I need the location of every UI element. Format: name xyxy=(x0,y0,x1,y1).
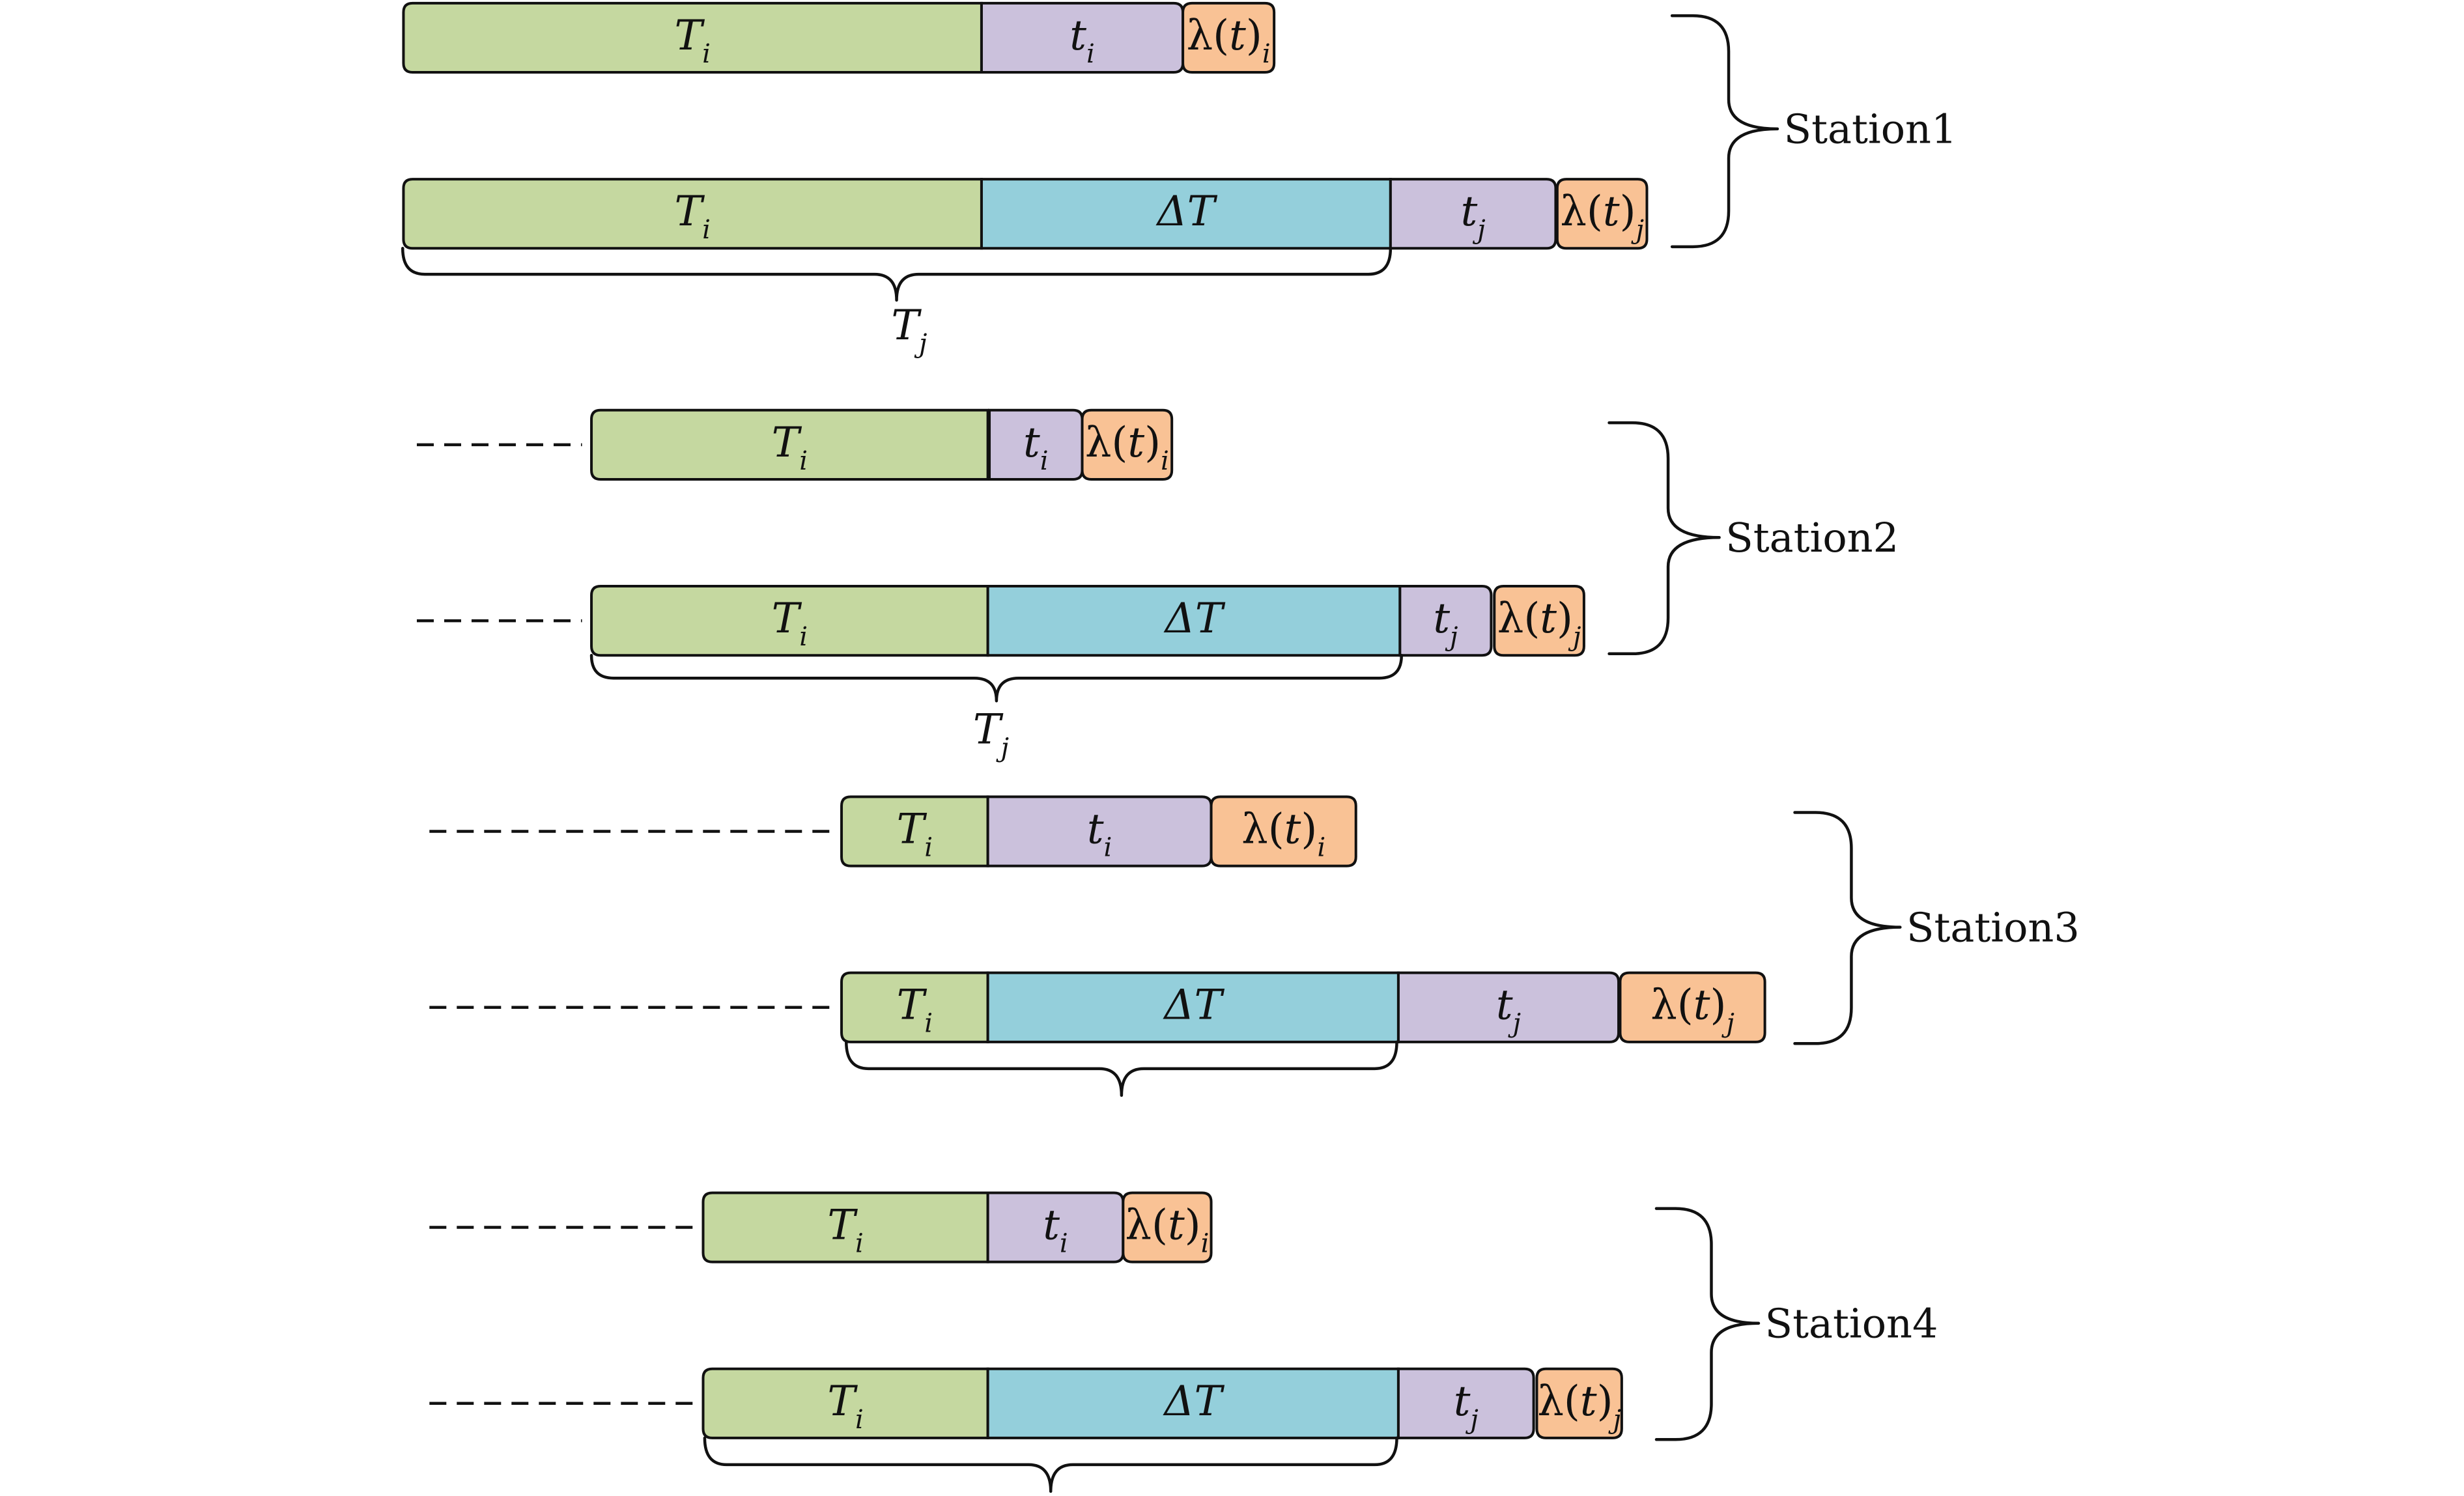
span-brace xyxy=(703,1436,1398,1493)
station-bracket xyxy=(1607,421,1721,656)
station-label: Station3 xyxy=(1906,903,2080,951)
station-3-row-2: Ti ΔT tj λ(t)j xyxy=(429,971,1766,1097)
segment-T-i-label: Ti xyxy=(674,188,710,245)
segment-T-i xyxy=(402,1,983,74)
station-2-row-2: Ti ΔT tj λ(t)jTj xyxy=(416,585,1585,763)
station-4-row-1: Ti ti λ(t)i xyxy=(429,1191,1213,1263)
segment-lambda-i-label: λ(t)i xyxy=(1125,1202,1209,1259)
span-brace xyxy=(845,1040,1398,1097)
segment-T-i-label: Ti xyxy=(827,1377,863,1435)
station-1-row-1: Ti ti λ(t)i xyxy=(402,1,1276,74)
span-brace-label: Tj xyxy=(891,302,927,359)
segment-lambda-i xyxy=(1081,408,1174,481)
segment-lambda-j xyxy=(1619,971,1766,1043)
segment-t-j-label: tj xyxy=(1496,981,1521,1039)
segment-delta-T-label: ΔT xyxy=(1162,1377,1225,1426)
segment-T-i xyxy=(590,408,989,481)
span-brace xyxy=(589,653,1404,703)
segment-t-i-label: ti xyxy=(1043,1202,1068,1259)
station-3-row-1: Ti ti λ(t)i xyxy=(429,795,1357,868)
segment-T-i-label: Ti xyxy=(827,1202,863,1259)
segment-delta-T-label: ΔT xyxy=(1163,595,1226,643)
segment-lambda-j-label: λ(t)j xyxy=(1650,981,1735,1039)
span-brace-label: Tj xyxy=(973,705,1009,763)
span-brace xyxy=(401,247,1393,302)
station-label: Station2 xyxy=(1725,514,1899,561)
station-bracket xyxy=(1654,1207,1761,1441)
segment-t-j-label: tj xyxy=(1433,595,1458,652)
segment-T-i xyxy=(840,795,989,868)
segment-t-j xyxy=(1396,1367,1535,1439)
station-bracket xyxy=(1670,14,1779,249)
segment-delta-T-label: ΔT xyxy=(1162,981,1225,1030)
segment-lambda-i xyxy=(1122,1191,1213,1263)
segment-T-i-label: Ti xyxy=(897,805,933,862)
segment-t-j xyxy=(1398,585,1493,657)
segment-T-i xyxy=(701,1367,989,1439)
segment-lambda-j xyxy=(1493,585,1585,657)
segment-lambda-j-label: λ(t)j xyxy=(1537,1377,1621,1435)
segment-T-i-label: Ti xyxy=(674,12,710,69)
segment-t-j xyxy=(1389,178,1557,250)
segment-T-i-label: Ti xyxy=(772,419,808,476)
station-label: Station4 xyxy=(1765,1299,1938,1347)
segment-lambda-i-label: λ(t)i xyxy=(1241,805,1325,862)
segment-t-j xyxy=(1396,971,1621,1043)
station-bracket xyxy=(1793,811,1902,1045)
segment-t-i-label: ti xyxy=(1087,805,1112,862)
station-2-row-1: Ti ti λ(t)i xyxy=(416,408,1174,481)
segment-t-j-label: tj xyxy=(1454,1377,1479,1435)
segment-T-i xyxy=(840,971,989,1043)
segment-t-i-label: ti xyxy=(1023,419,1049,476)
segment-lambda-j xyxy=(1535,1367,1623,1439)
segment-T-i xyxy=(590,585,989,657)
segment-lambda-i-label: λ(t)i xyxy=(1085,419,1169,476)
segment-lambda-i xyxy=(1182,1,1276,74)
segment-delta-T-label: ΔT xyxy=(1155,188,1217,236)
segment-lambda-j xyxy=(1555,178,1649,250)
segment-t-i-label: ti xyxy=(1069,12,1095,69)
segment-lambda-j-label: λ(t)j xyxy=(1497,595,1581,652)
segment-lambda-i xyxy=(1210,795,1357,868)
station-4-row-2: Ti ΔT tj λ(t)j xyxy=(429,1367,1623,1493)
segment-T-i xyxy=(402,178,983,250)
station-label: Station1 xyxy=(1784,106,1957,153)
segment-T-i xyxy=(701,1191,989,1263)
segment-T-i-label: Ti xyxy=(772,595,808,652)
segment-lambda-j-label: λ(t)j xyxy=(1560,188,1644,245)
segment-T-i-label: Ti xyxy=(897,981,933,1039)
segment-lambda-i-label: λ(t)i xyxy=(1187,12,1271,69)
